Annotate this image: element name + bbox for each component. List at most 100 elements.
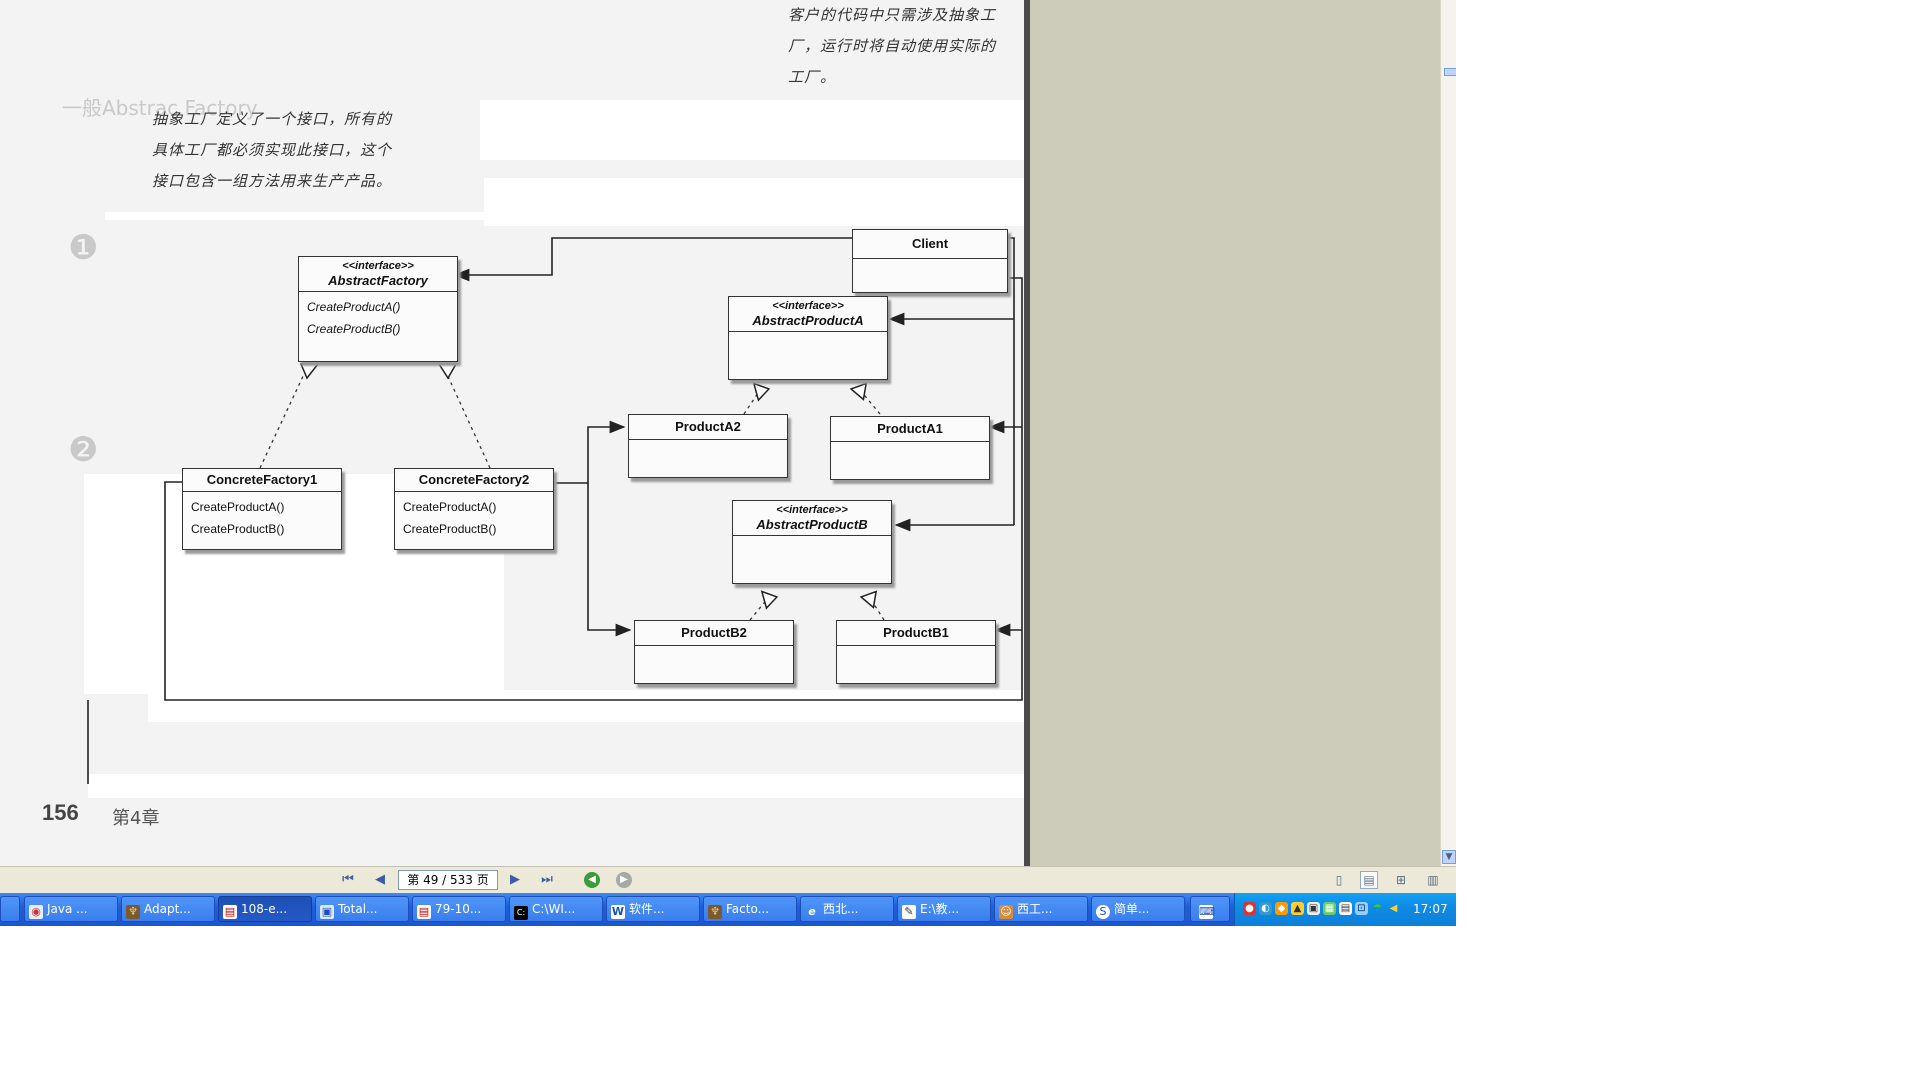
taskbar-button[interactable]: ▣ Total...	[315, 896, 409, 922]
taskbar-button-label: C:\WI...	[532, 902, 576, 916]
people-icon: ☺	[999, 905, 1013, 919]
operation: CreateProductB()	[403, 522, 497, 536]
first-page-icon[interactable]: ⏮	[342, 872, 354, 887]
continuous-view-icon[interactable]: ▤	[1360, 871, 1378, 889]
browser-icon: ◉	[29, 905, 43, 919]
class-operations: CreateProductA() CreateProductB()	[299, 292, 457, 344]
class-name: ConcreteFactory1	[183, 469, 341, 492]
ghost-bullet: ❷	[68, 430, 99, 470]
taskbar-button-label: E:\教...	[920, 902, 960, 916]
network-icon[interactable]: ⊡	[1355, 902, 1368, 915]
forward-icon[interactable]: ▶	[616, 872, 632, 888]
uml-client: Client	[852, 229, 1008, 293]
tray-app-icon[interactable]: ◆	[1275, 902, 1288, 915]
tray-app-icon[interactable]: ▤	[1339, 902, 1352, 915]
taskbar-button-label: Total...	[338, 902, 378, 916]
scrollbar-thumb[interactable]	[1444, 68, 1456, 76]
document-page: 一般Abstrac Factory ❶ ❷ 客户的代码中只需涉及抽象工 厂，运行…	[0, 0, 1028, 866]
operation: CreateProductB()	[307, 322, 401, 336]
class-header: <<interface>> AbstractProductB	[733, 501, 891, 536]
white-patch	[88, 774, 1024, 798]
stereotype: <<interface>>	[342, 260, 414, 272]
tray-app-icon[interactable]: ▲	[1291, 902, 1304, 915]
pdf-icon: ▤	[223, 905, 237, 919]
white-patch	[484, 178, 1028, 226]
uml-product-b2: ProductB2	[634, 620, 794, 684]
note-line: 抽象工厂定义了一个接口，所有的	[152, 110, 393, 128]
viewer-background	[1030, 0, 1440, 866]
taskbar-button[interactable]: ♆Adapt...	[121, 896, 215, 922]
uml-abstract-factory: <<interface>> AbstractFactory CreateProd…	[298, 256, 458, 362]
taskbar-button[interactable]: ♆Facto...	[703, 896, 797, 922]
uml-product-b1: ProductB1	[836, 620, 996, 684]
taskbar-button-active[interactable]: ▤ 108-e...	[218, 896, 312, 922]
tray-app-icon[interactable]: ◐	[1259, 902, 1272, 915]
facing-view-icon[interactable]: ⊞	[1395, 873, 1407, 887]
start-button-edge[interactable]	[0, 896, 20, 922]
taskbar-button-label: 软件...	[629, 902, 665, 916]
taskbar-button[interactable]: C:C:\WI...	[509, 896, 603, 922]
volume-icon[interactable]: ◀	[1389, 903, 1398, 914]
tray-app-icon[interactable]: ●	[1243, 902, 1256, 915]
taskbar-button[interactable]: ◉ Java ...	[24, 896, 118, 922]
continuous-facing-view-icon[interactable]: ▥	[1427, 873, 1439, 887]
class-name: AbstractProductA	[752, 313, 864, 328]
uml-abstract-product-a: <<interface>> AbstractProductA	[728, 296, 888, 380]
note-line: 具体工厂都必须实现此接口，这个	[152, 141, 393, 159]
white-patch	[148, 690, 1028, 722]
taskbar-button[interactable]: ▤79-10...	[412, 896, 506, 922]
taskbar-button[interactable]: ☺西工...	[994, 896, 1088, 922]
tray-app-icon[interactable]: ☂	[1373, 903, 1382, 914]
single-page-view-icon[interactable]: ▯	[1335, 873, 1343, 887]
tray-app-icon[interactable]: ▦	[1323, 902, 1336, 915]
page-number-input[interactable]: 第 49 / 533 页	[398, 870, 498, 890]
taskbar-button-label: Java ...	[47, 902, 88, 916]
page-edge	[1024, 0, 1030, 866]
prev-page-icon[interactable]: ◀	[375, 872, 385, 887]
word-icon: W	[611, 905, 625, 919]
notepad-icon: ✎	[902, 905, 916, 919]
uml-product-a1: ProductA1	[830, 416, 990, 480]
uml-abstract-product-b: <<interface>> AbstractProductB	[732, 500, 892, 584]
class-name: ConcreteFactory2	[395, 469, 553, 492]
taskbar-button-label: 108-e...	[241, 902, 288, 916]
last-page-icon[interactable]: ⏭	[541, 872, 553, 887]
viewer-toolbar: ⏮ ◀ 第 49 / 533 页 ▶ ⏭ ◀ ▶ ▯ ▤ ⊞ ▥	[0, 866, 1456, 893]
back-icon[interactable]: ◀	[584, 872, 600, 888]
note-line: 工厂。	[788, 68, 837, 86]
taskbar-button[interactable]: W 软件...	[606, 896, 700, 922]
stereotype: <<interface>>	[772, 300, 844, 312]
tray-app-icon[interactable]: ▣	[1307, 902, 1320, 915]
note-line: 客户的代码中只需涉及抽象工	[788, 6, 997, 24]
class-name: ProductB2	[635, 621, 793, 646]
operation: CreateProductA()	[191, 500, 285, 514]
uml-concrete-factory2: ConcreteFactory2 CreateProductA() Create…	[394, 468, 554, 550]
scroll-down-icon[interactable]: ▼	[1442, 850, 1456, 864]
next-page-icon[interactable]: ▶	[510, 872, 520, 887]
white-patch	[480, 100, 1028, 160]
taskbar: ◉Java ... ♆Adapt... ▤108-e... ▣Total... …	[0, 893, 1456, 926]
taskbar-button-label: 西北...	[823, 902, 859, 916]
note-line: 厂，运行时将自动使用实际的	[788, 37, 997, 55]
taskbar-button[interactable]: ✎ E:\教...	[897, 896, 991, 922]
taskbar-button-label: 简单...	[1114, 902, 1150, 916]
note-top-right: 客户的代码中只需涉及抽象工 厂，运行时将自动使用实际的 工厂。	[788, 0, 996, 93]
uml-connectors	[87, 237, 1023, 784]
screen: 一般Abstrac Factory ❶ ❷ 客户的代码中只需涉及抽象工 厂，运行…	[0, 0, 1456, 926]
class-name: Client	[853, 230, 1007, 259]
page-number: 156	[42, 800, 79, 825]
language-bar[interactable]: ⌨	[1190, 896, 1230, 922]
class-name: ProductB1	[837, 621, 995, 646]
class-operations: CreateProductA() CreateProductB()	[183, 492, 341, 544]
floppy-icon: ▣	[320, 905, 334, 919]
taskbar-button-label: Adapt...	[144, 902, 191, 916]
clock[interactable]: 17:07	[1413, 902, 1448, 916]
class-operations: CreateProductA() CreateProductB()	[395, 492, 553, 544]
class-name: ProductA2	[629, 415, 787, 440]
class-header: <<interface>> AbstractProductA	[729, 297, 887, 332]
uml-concrete-factory1: ConcreteFactory1 CreateProductA() Create…	[182, 468, 342, 550]
vertical-scrollbar[interactable]: ▼	[1440, 0, 1456, 866]
operation: CreateProductA()	[403, 500, 497, 514]
